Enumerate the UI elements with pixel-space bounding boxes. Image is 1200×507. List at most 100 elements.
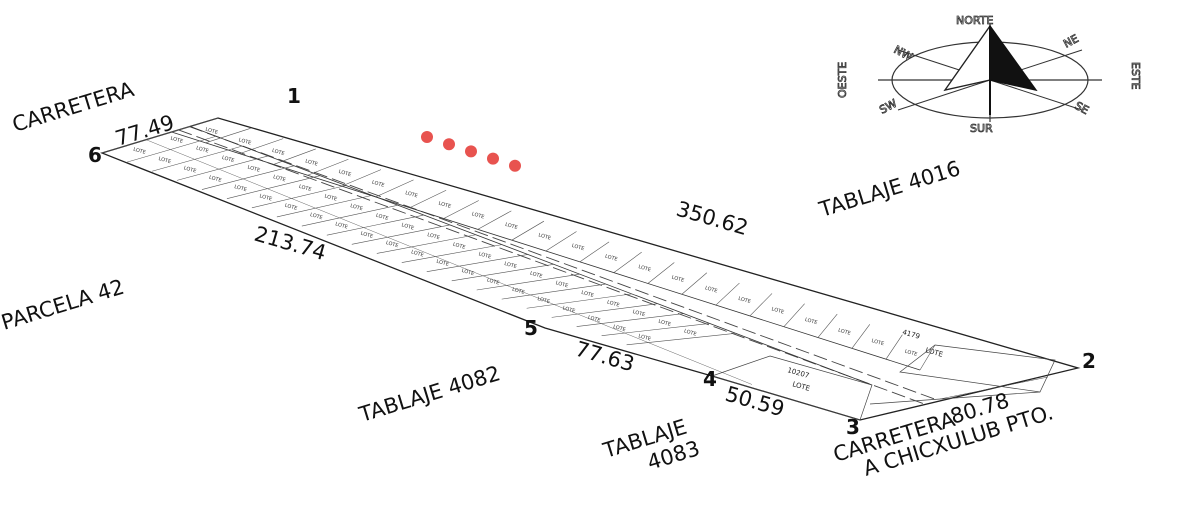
north-arrow-right-half bbox=[989, 23, 1038, 92]
upper-lot-divider bbox=[851, 324, 871, 349]
upper-lot-divider bbox=[477, 210, 512, 230]
lot-label: LOTE bbox=[284, 203, 298, 212]
lot-label: LOTE bbox=[612, 324, 626, 333]
lot-label: LOTE bbox=[426, 232, 440, 241]
lot-label: LOTE bbox=[335, 221, 349, 230]
lot-label: LOTE bbox=[837, 328, 851, 337]
lower-lot-divider bbox=[201, 165, 295, 190]
lot-label: LOTE bbox=[529, 271, 543, 280]
lower-lot-divider bbox=[126, 135, 217, 163]
lot-label: LOTE bbox=[247, 165, 261, 174]
vertex-6-label: 6 bbox=[88, 143, 102, 167]
lot-label: LOTE bbox=[562, 305, 576, 314]
upper-lot-divider bbox=[307, 158, 349, 176]
lot-label: LOTE bbox=[158, 156, 172, 165]
vertex-1-label: 1 bbox=[287, 84, 301, 108]
red-dot-markers bbox=[421, 131, 521, 172]
lot-label: LOTE bbox=[504, 222, 518, 231]
lot-label: LOTE bbox=[404, 190, 418, 199]
lot-label: LOTE bbox=[259, 193, 273, 202]
street-line-bottom bbox=[189, 126, 939, 401]
vertex-5-label: 5 bbox=[524, 316, 538, 340]
lot-label: LOTE bbox=[671, 275, 685, 284]
upper-lot-divider bbox=[817, 313, 838, 338]
lower-lot-divider bbox=[176, 155, 269, 181]
lot-label: LOTE bbox=[410, 249, 424, 258]
upper-lot-divider bbox=[341, 169, 382, 187]
upper-lot-divider bbox=[715, 282, 740, 306]
compass-north-label: NORTE bbox=[956, 14, 993, 27]
dimension-6-5-label: 213.74 bbox=[252, 222, 329, 265]
compass-southwest-label: SW bbox=[877, 97, 899, 117]
upper-lot-divider bbox=[511, 220, 545, 241]
compass-southeast-label: SE bbox=[1073, 99, 1091, 117]
lot-label: LOTE bbox=[205, 127, 219, 136]
lot-label: LOTE bbox=[571, 243, 585, 252]
big-lot-10207-area: 10207 bbox=[786, 366, 810, 380]
lot-label: LOTE bbox=[683, 328, 697, 337]
lower-lot-divider bbox=[376, 234, 476, 254]
lot-label: LOTE bbox=[132, 147, 146, 156]
upper-lot-divider bbox=[749, 293, 773, 317]
vertex-4-label: 4 bbox=[703, 367, 717, 391]
lower-lot-divider bbox=[251, 185, 347, 209]
lot-label: LOTE bbox=[452, 242, 466, 251]
big-lot-10207 bbox=[710, 355, 873, 421]
tablaje-4016-label: TABLAJE 4016 bbox=[815, 156, 963, 222]
lot-label: LOTE bbox=[385, 240, 399, 249]
lower-lot-divider bbox=[601, 323, 710, 336]
big-lot-4179-area: 4179 bbox=[901, 328, 920, 341]
red-dot-marker bbox=[421, 131, 433, 143]
lot-label: LOTE bbox=[804, 317, 818, 326]
upper-lot-divider bbox=[919, 344, 936, 371]
upper-lot-divider bbox=[375, 179, 414, 198]
red-dot-marker bbox=[509, 159, 521, 172]
lot-label: LOTE bbox=[581, 290, 595, 299]
red-dot-marker bbox=[465, 145, 477, 158]
upper-lot-divider bbox=[579, 241, 610, 263]
lot-label: LOTE bbox=[170, 136, 184, 145]
compass-west-label: OESTE bbox=[836, 62, 849, 98]
parcela-42-label: PARCELA 42 bbox=[0, 275, 127, 335]
lot-label: LOTE bbox=[771, 306, 785, 315]
upper-lot-divider bbox=[239, 138, 284, 154]
dimension-5-4-label: 77.63 bbox=[573, 337, 637, 377]
lot-label: LOTE bbox=[471, 211, 485, 220]
upper-lot-divider bbox=[647, 262, 675, 284]
lot-label: LOTE bbox=[238, 137, 252, 146]
lot-label: LOTE bbox=[737, 296, 751, 305]
lot-label: LOTE bbox=[349, 203, 363, 212]
lower-lot-divider bbox=[426, 254, 528, 273]
vertex-2-label: 2 bbox=[1082, 349, 1096, 373]
big-lot-10207-label: LOTE bbox=[791, 380, 810, 393]
lot-label: LOTE bbox=[438, 201, 452, 210]
upper-lot-divider bbox=[273, 148, 316, 165]
compass-northeast-label: NE bbox=[1061, 32, 1081, 51]
lot-label: LOTE bbox=[436, 259, 450, 268]
lot-label: LOTE bbox=[461, 268, 475, 277]
lot-label: LOTE bbox=[587, 315, 601, 324]
dimension-1-2-label: 350.62 bbox=[674, 197, 751, 240]
upper-lot-divider bbox=[613, 251, 642, 273]
lot-label: LOTE bbox=[375, 213, 389, 222]
lower-lot-divider bbox=[151, 145, 243, 172]
lot-label: LOTE bbox=[871, 338, 885, 347]
lot-label: LOTE bbox=[324, 193, 338, 202]
red-dot-marker bbox=[487, 152, 499, 165]
lower-lot-divider bbox=[476, 273, 580, 291]
upper-lot-divider bbox=[545, 231, 577, 252]
lower-lot-divider bbox=[351, 224, 450, 245]
lower-row-inner-edge bbox=[190, 126, 873, 386]
lower-lot-divider bbox=[101, 126, 191, 154]
vertex-3-label: 3 bbox=[846, 415, 860, 439]
street-line-top bbox=[178, 129, 926, 405]
lot-label: LOTE bbox=[183, 165, 197, 174]
lot-label: LOTE bbox=[309, 212, 323, 221]
compass-south-label: SUR bbox=[970, 122, 993, 135]
lower-lot-divider bbox=[526, 293, 632, 309]
lower-lot-divider bbox=[326, 214, 424, 236]
lower-lot-divider bbox=[501, 283, 606, 300]
lower-lot-divider bbox=[401, 244, 502, 263]
upper-lot-divider bbox=[409, 189, 447, 208]
